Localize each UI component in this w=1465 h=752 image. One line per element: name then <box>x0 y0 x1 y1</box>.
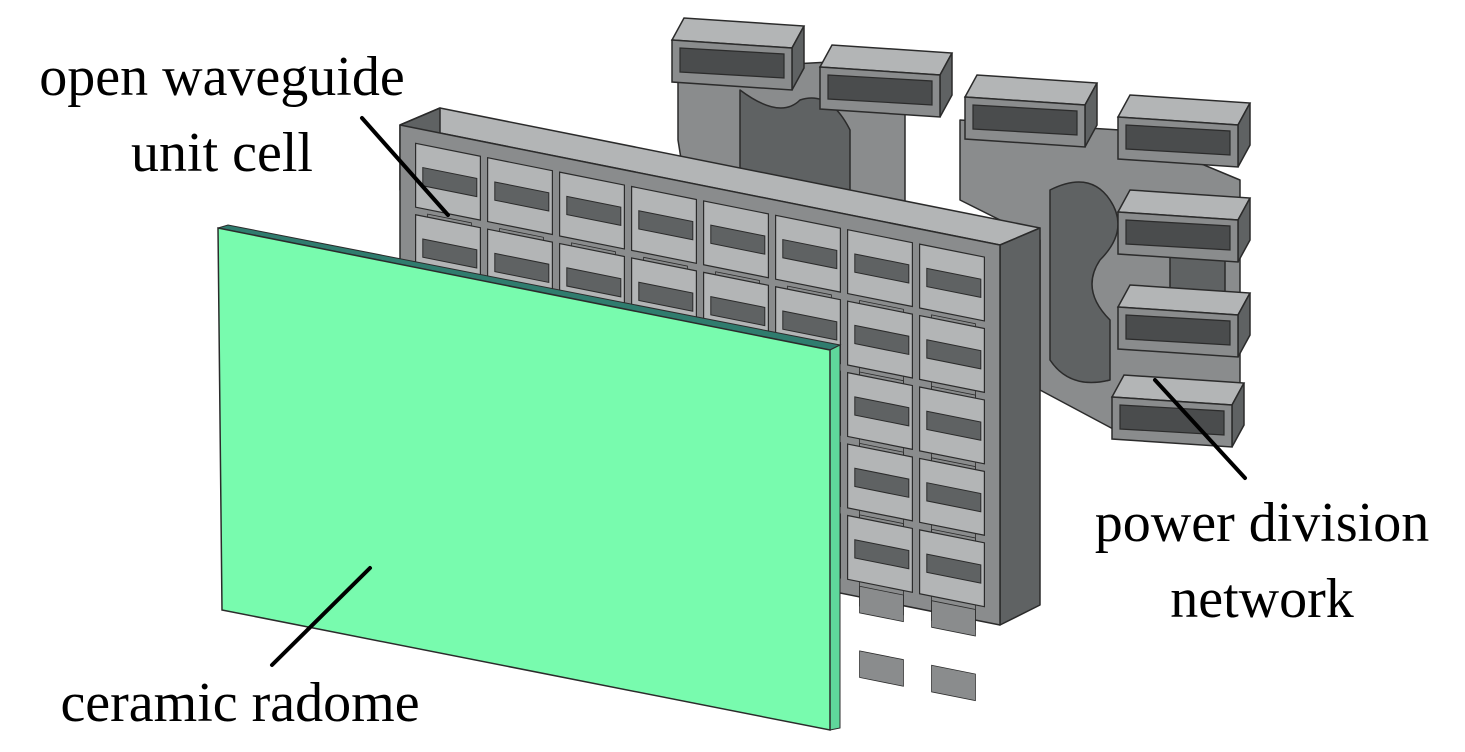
waveguide-stub <box>1116 284 1252 358</box>
radome-label: ceramic radome <box>60 672 420 734</box>
waveguide-stub <box>1116 94 1252 168</box>
waveguide-stub <box>1116 189 1252 263</box>
waveguide-unit-cell <box>919 529 985 702</box>
leader-radome <box>270 566 372 667</box>
waveguide-label-line2: unit cell <box>131 122 313 184</box>
leader-waveguide <box>360 116 450 217</box>
ceramic-radome-panel <box>217 224 842 731</box>
waveguide-stub <box>963 74 1099 148</box>
waveguide-stub <box>1110 374 1246 448</box>
waveguide-stub <box>818 44 954 118</box>
radome-side-edge <box>829 344 841 731</box>
waveguide-stub <box>670 17 806 91</box>
power-network-label-line1: power division <box>1094 492 1430 554</box>
leader-power <box>1153 378 1247 480</box>
waveguide-unit-cell <box>847 514 913 687</box>
power-division-network <box>670 17 1252 448</box>
waveguide-label-line1: open waveguide <box>39 46 405 108</box>
radome-front-face <box>217 227 831 731</box>
power-network-label-line2: network <box>1170 568 1354 630</box>
leader-lines <box>270 116 1247 667</box>
